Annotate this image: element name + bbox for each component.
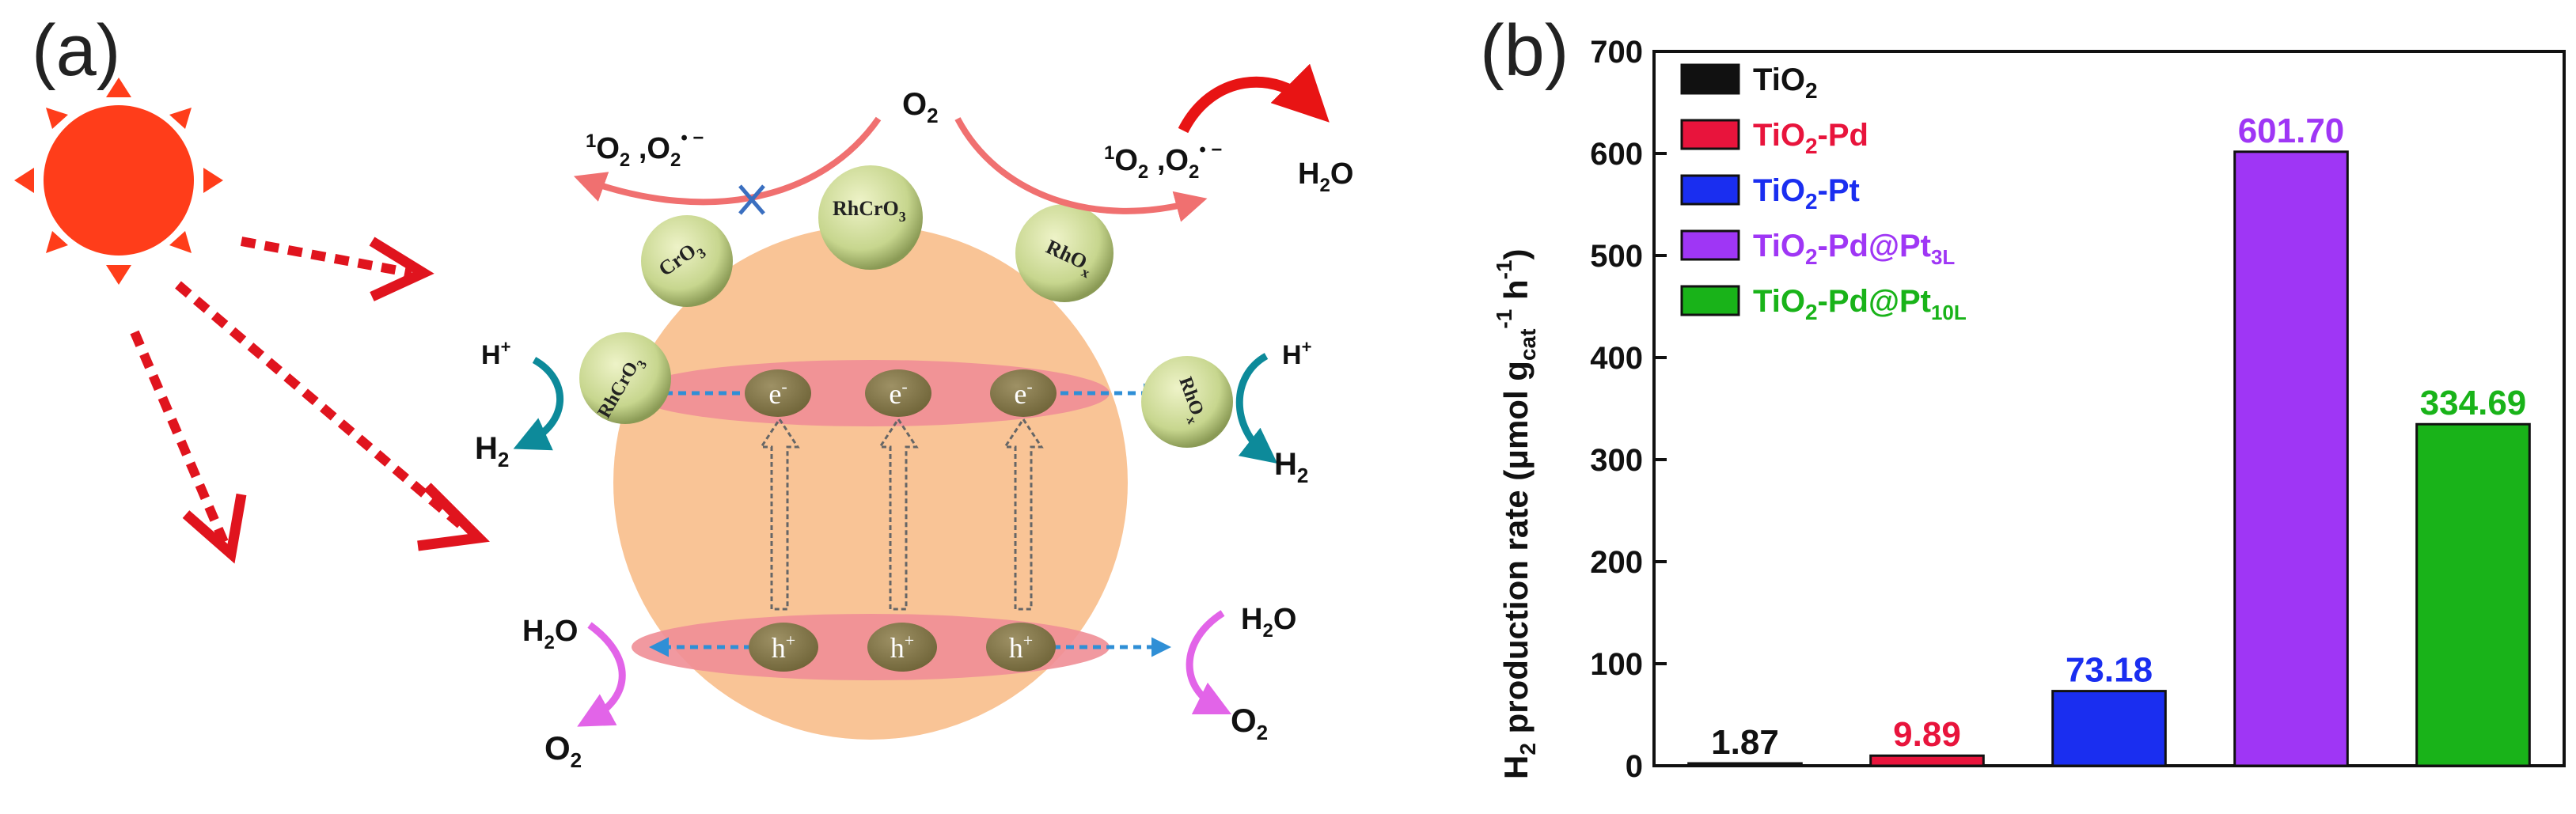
water-label-left: H2O [522,615,578,653]
electron-label: e- [889,377,907,410]
water-oxidation-arrow-right [1186,610,1232,715]
legend-swatch [1680,119,1740,150]
bar-value-label: 1.87 [1711,723,1779,762]
legend-swatch [1680,63,1740,95]
ros-label-right: 1O2 ,O2• − [1104,139,1222,183]
legend-swatch [1680,285,1740,316]
oxygen-label-right: O2 [1231,702,1268,744]
ros-label-left: 1O2 ,O2• − [586,127,704,171]
proton-reduction-arrow-left [513,357,564,451]
water-label-top-right: H2O [1298,157,1353,196]
electron-label: e- [1014,377,1032,410]
y-tick-label: 700 [1590,35,1643,70]
ros-to-water-arrow [1178,63,1330,134]
legend-swatch [1680,229,1740,261]
panel-b-label: (b) [1480,10,1569,91]
oxygen-label-left: O2 [544,729,582,772]
electron-label: e- [768,377,787,410]
y-tick-label: 300 [1590,443,1643,478]
bar-value-label: 601.70 [2238,112,2345,150]
bar [2233,150,2349,767]
hole-label: h+ [772,630,795,664]
scheme-panel: (a) [14,10,1353,772]
legend-label: TiO2-Pd@Pt3L [1753,229,1955,269]
light-ray-arrow-icon [130,237,470,548]
y-tick-label: 0 [1626,749,1643,784]
hole-label: h+ [1009,630,1033,664]
bar-chart: (b) H2 production rate (μmol gcat-1 h-1)… [1480,10,2566,784]
excitation-arrows [759,417,1044,611]
y-axis-title: H2 production rate (μmol gcat-1 h-1) [1492,248,1540,779]
legend-label: TiO2-Pd [1753,118,1868,158]
hydrogen-label-right: H2 [1274,447,1308,487]
proton-label-right: H+ [1282,337,1311,370]
bar [2415,422,2531,767]
y-tick-label: 500 [1590,239,1643,274]
y-tick-label: 600 [1590,137,1643,172]
y-tick-label: 100 [1590,647,1643,682]
panel-a-label: (a) [32,10,120,91]
oxygen-reduction-arrow-left [573,116,882,206]
cocatalyst-label-rhcrox-top: RhCrO3 [833,197,906,225]
sun-icon [14,78,223,285]
bar-value-labels: 1.87 9.89 73.18 601.70 334.69 [1711,112,2526,762]
oxygen-reduction-arrow-right [954,117,1208,222]
y-axis-ticks: 0 100 200 300 400 500 600 700 [1590,35,1667,784]
y-tick-label: 200 [1590,545,1643,580]
bar [2051,690,2167,767]
hole-label: h+ [890,630,914,664]
proton-reduction-arrow-right [1235,353,1278,464]
hole-particles [749,623,1056,672]
bar-series [1687,150,2531,767]
hydrogen-label-left: H2 [475,431,509,471]
tio2-particle [613,225,1128,740]
cocatalyst-particles [579,165,1233,448]
electron-particles [745,369,1057,417]
bar-value-label: 9.89 [1893,715,1961,754]
cross-mark-icon [738,184,765,215]
legend-label: TiO2-Pd@Pt10L [1753,284,1967,324]
bar-value-label: 334.69 [2420,384,2527,422]
legend-swatch [1680,174,1740,206]
water-label-right: H2O [1241,603,1296,642]
y-tick-label: 400 [1590,341,1643,376]
proton-label-left: H+ [481,337,510,370]
bar [1687,762,1803,767]
legend-label: TiO2 [1753,62,1818,103]
legend-label: TiO2-Pt [1753,173,1860,214]
bar-value-label: 73.18 [2066,651,2153,690]
oxygen-label-top: O2 [902,87,939,127]
water-oxidation-arrow-left [577,622,626,727]
bar [1869,754,1985,767]
